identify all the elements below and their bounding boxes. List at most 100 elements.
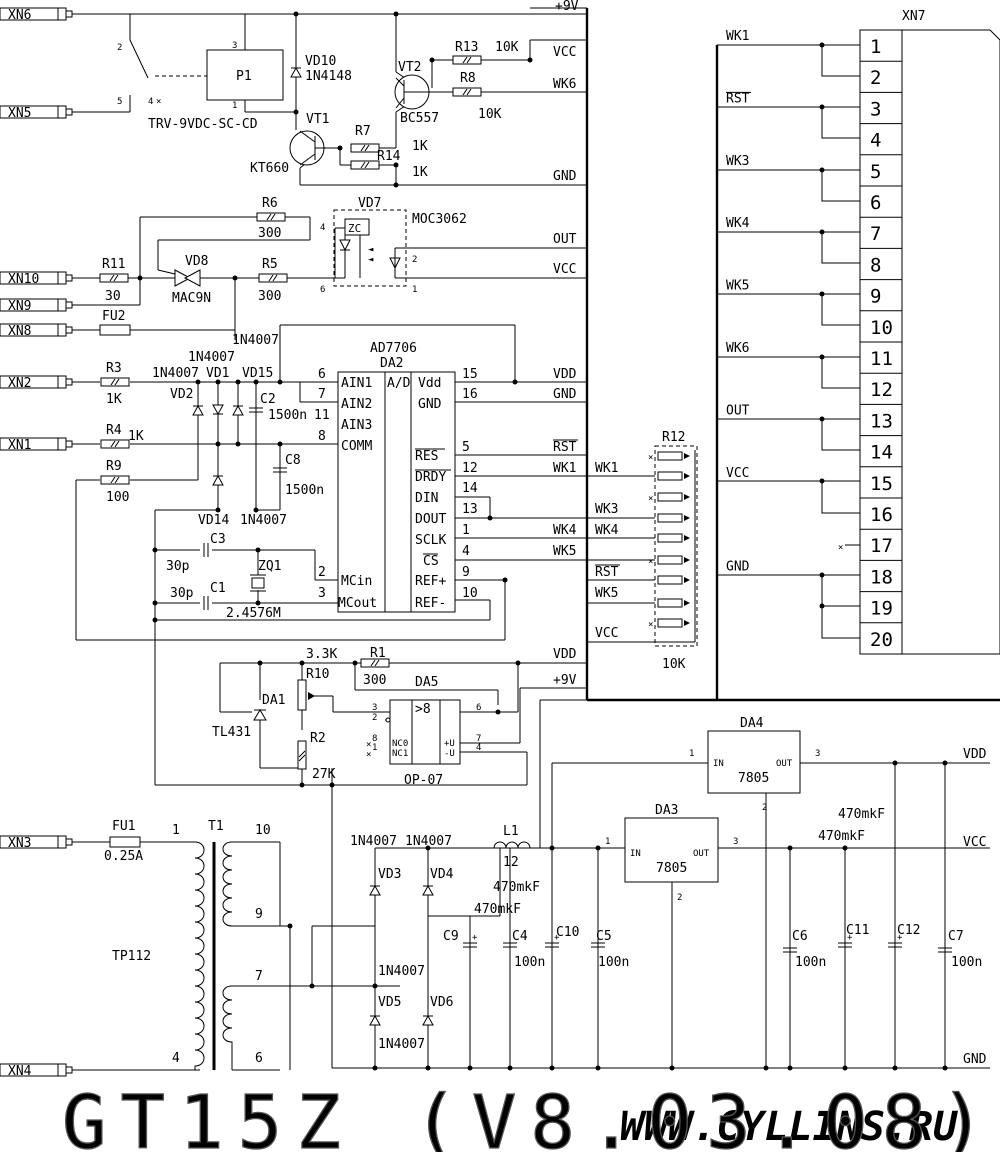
svg-text:C4: C4 — [512, 929, 528, 944]
svg-text:6: 6 — [320, 285, 325, 295]
svg-text:3: 3 — [318, 586, 326, 601]
svg-text:1K: 1K — [106, 392, 122, 407]
svg-text:OP-07: OP-07 — [404, 773, 443, 788]
svg-text:1: 1 — [372, 743, 377, 753]
label-gnd-3: GND — [963, 1052, 987, 1067]
inductor-l1: L1 12 — [493, 824, 531, 870]
svg-text:R5: R5 — [262, 257, 278, 272]
svg-text:C12: C12 — [897, 923, 920, 938]
svg-text:R6: R6 — [262, 196, 278, 211]
diode-vd15: VD15 — [232, 366, 273, 416]
svg-text:RST: RST — [553, 440, 577, 455]
svg-text:RES: RES — [415, 449, 438, 464]
xn7-label-7: WK4 — [726, 216, 750, 231]
svg-text:C5: C5 — [596, 929, 612, 944]
svg-text:4: 4 — [462, 544, 470, 559]
triac-vd8: VD8 MAC9N — [172, 254, 211, 306]
svg-text:REF-: REF- — [415, 596, 446, 611]
svg-text:DA3: DA3 — [655, 803, 678, 818]
diode-vd2: VD2 — [170, 387, 204, 416]
svg-text:C2: C2 — [260, 392, 276, 407]
svg-text:L1: L1 — [503, 824, 519, 839]
svg-text:2.4576M: 2.4576M — [226, 606, 281, 621]
label-1n4007-f: 1N4007 — [378, 964, 425, 979]
svg-text:MCout: MCout — [338, 596, 377, 611]
label-470mkf-c: 470mkF — [838, 807, 885, 822]
label-1n4007-e: 1N4007 — [405, 834, 452, 849]
svg-text:10: 10 — [255, 823, 271, 838]
diode-vd5: VD5 — [369, 995, 401, 1026]
connector-xn10: XN10 — [0, 271, 73, 287]
xn7-pin-10: 10 — [870, 317, 893, 339]
svg-text:2: 2 — [372, 713, 377, 723]
potentiometer-r10: R10 — [297, 667, 329, 711]
svg-text:30p: 30p — [166, 559, 190, 574]
svg-text:×: × — [648, 494, 653, 504]
svg-text:30: 30 — [105, 289, 121, 304]
svg-text:R13: R13 — [455, 40, 478, 55]
svg-text:FU2: FU2 — [102, 309, 125, 324]
xn7-label-11: WK6 — [726, 341, 749, 356]
svg-text:NC1: NC1 — [392, 749, 408, 759]
svg-text:DOUT: DOUT — [415, 512, 446, 527]
regulator-da3-7805: DA3 IN OUT 7805 1 3 2 — [605, 803, 738, 903]
svg-text:AIN3: AIN3 — [341, 418, 372, 433]
svg-text:MCin: MCin — [341, 574, 372, 589]
label-470mkf-b: 470mkF — [474, 902, 521, 917]
svg-text:10K: 10K — [662, 657, 686, 672]
svg-text:3: 3 — [733, 837, 738, 847]
regulator-da4-7805: DA4 IN OUT 7805 1 3 2 — [689, 716, 820, 813]
svg-text:100n: 100n — [598, 955, 629, 970]
svg-text:C10: C10 — [556, 925, 579, 940]
svg-text:DA5: DA5 — [415, 675, 438, 690]
svg-text:CS: CS — [423, 554, 439, 569]
svg-text:XN7: XN7 — [902, 9, 925, 24]
label-gnd-2: GND — [553, 387, 577, 402]
svg-text:GND: GND — [418, 397, 442, 412]
svg-text:12: 12 — [462, 461, 478, 476]
svg-text:C11: C11 — [846, 923, 869, 938]
svg-text:7805: 7805 — [656, 861, 687, 876]
svg-text:1: 1 — [232, 101, 237, 111]
xn7-pin-2: 2 — [870, 67, 881, 89]
svg-text:R8: R8 — [460, 71, 476, 86]
svg-text:9: 9 — [255, 907, 263, 922]
svg-text:9: 9 — [462, 565, 470, 580]
diode-vd4: VD4 — [422, 867, 454, 896]
connector-xn8: XN8 — [0, 323, 73, 339]
wiring — [72, 7, 1000, 1071]
svg-text:1500n: 1500n — [285, 483, 324, 498]
label-vcc-1: VCC — [553, 45, 576, 60]
svg-text:XN8: XN8 — [8, 324, 31, 339]
connector-xn6: XN6 — [0, 7, 73, 23]
xn7-label-13: OUT — [726, 403, 750, 418]
connector-xn1: XN1 — [0, 437, 73, 453]
svg-text:11: 11 — [314, 408, 330, 423]
svg-text:100n: 100n — [795, 955, 826, 970]
svg-text:27K: 27K — [312, 767, 336, 782]
svg-text:10K: 10K — [478, 107, 502, 122]
svg-text:AIN2: AIN2 — [341, 397, 372, 412]
svg-text:VD1: VD1 — [206, 366, 229, 381]
connector-xn2: XN2 — [0, 375, 73, 391]
svg-text:14: 14 — [462, 481, 478, 496]
svg-text:DRDY: DRDY — [415, 470, 446, 485]
svg-text:C9: C9 — [443, 929, 459, 944]
svg-text:10: 10 — [462, 586, 478, 601]
svg-text:100: 100 — [106, 490, 129, 505]
svg-text:30p: 30p — [170, 586, 194, 601]
label-out: OUT — [553, 232, 577, 247]
svg-text:10K: 10K — [495, 40, 519, 55]
label-rst-1: RST — [553, 439, 578, 455]
svg-text:2: 2 — [412, 255, 417, 265]
label-470mkf-a: 470mkF — [493, 880, 540, 895]
svg-text:FU1: FU1 — [112, 819, 135, 834]
